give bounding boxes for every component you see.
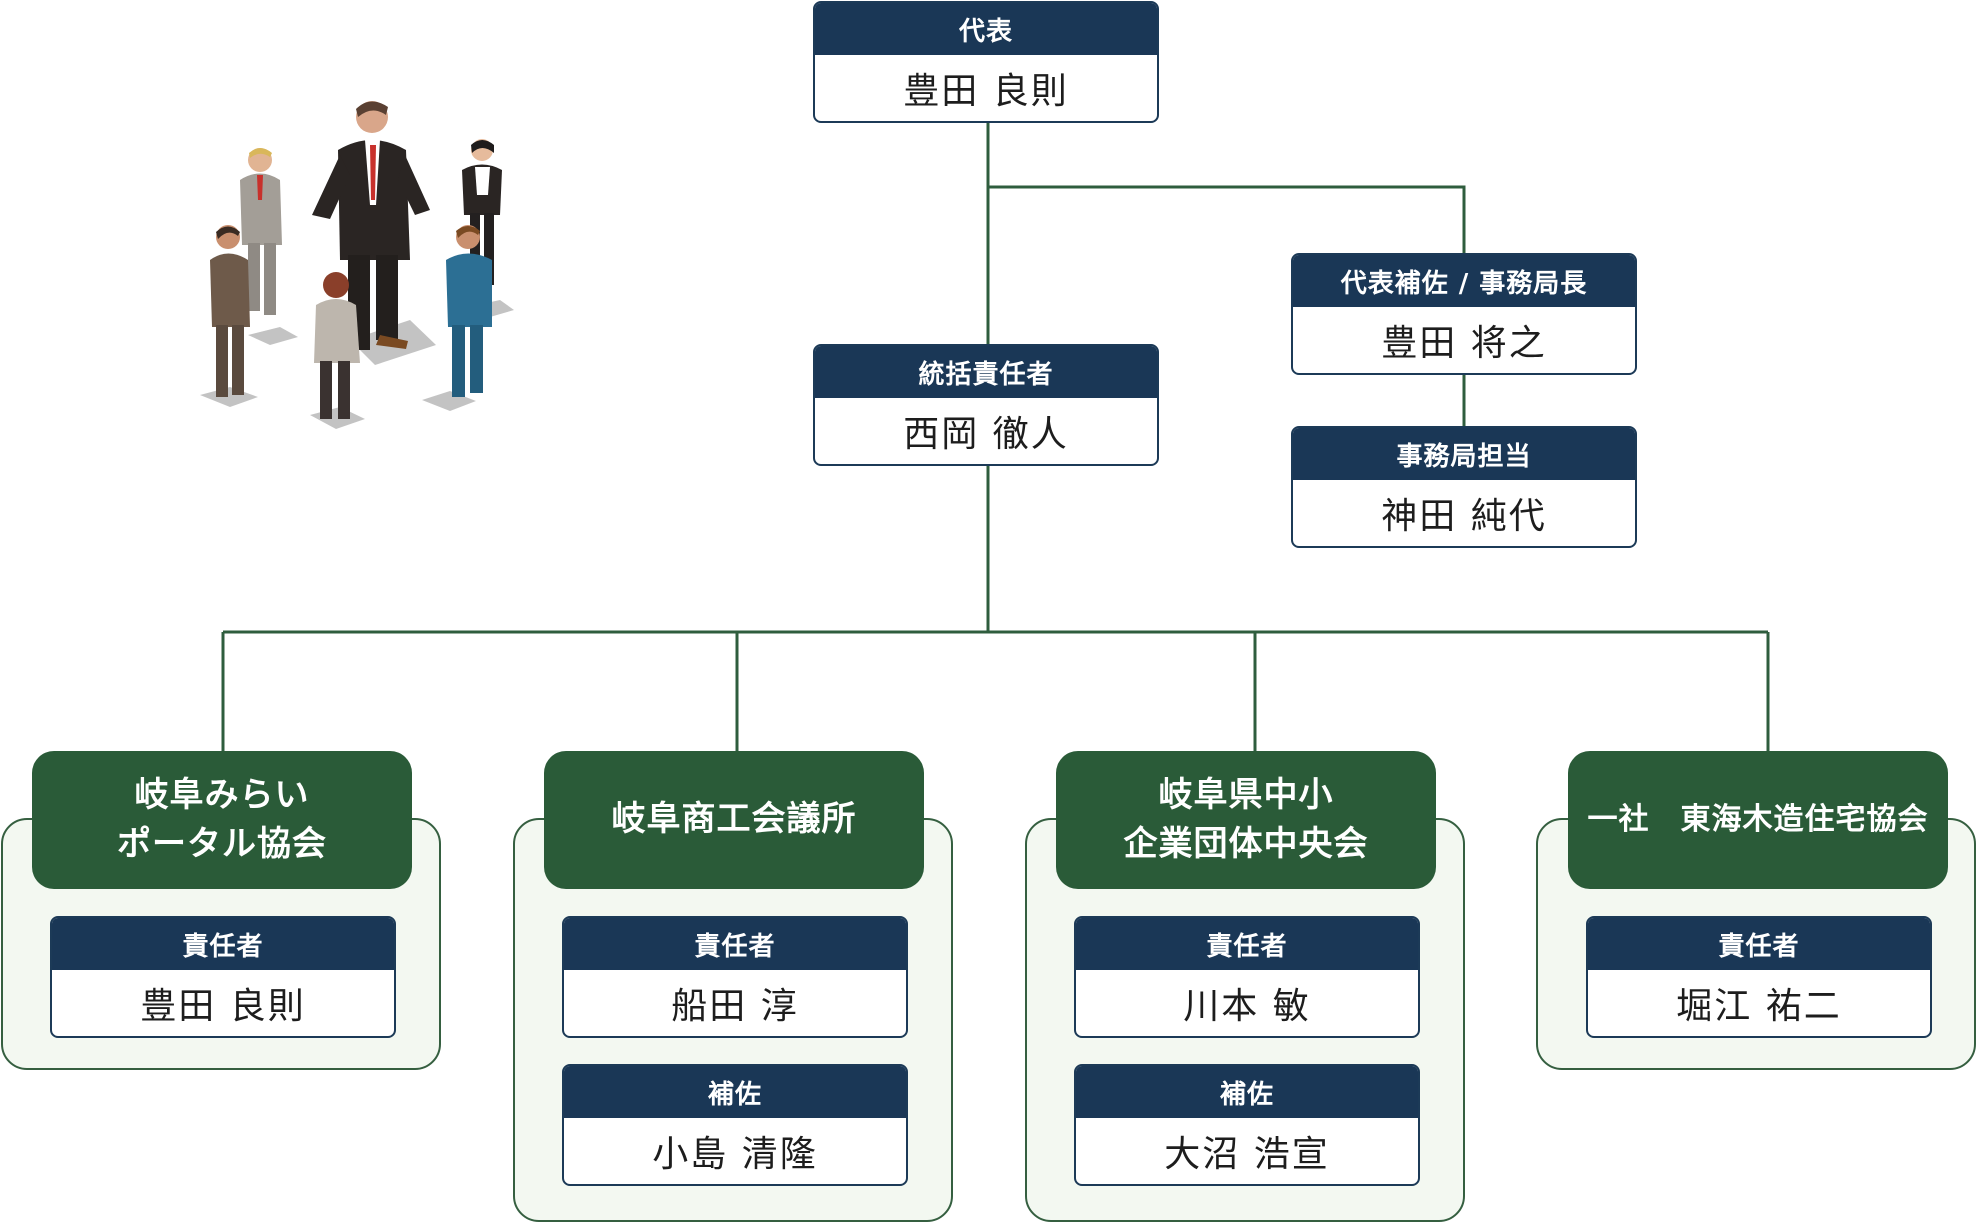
organization-name-line: 一社 東海木造住宅協会 — [1587, 802, 1929, 838]
organization-name: 岐阜みらいポータル協会 — [32, 751, 412, 889]
role-label: 責任者 — [564, 918, 906, 970]
role-label: 補佐 — [564, 1066, 906, 1118]
organization-name-line: 岐阜県中小 — [1158, 774, 1334, 815]
member-card: 責任者 豊田 良則 — [50, 916, 396, 1038]
role-label: 代表補佐 / 事務局長 — [1293, 255, 1635, 307]
person-name: 大沼 浩宣 — [1164, 1134, 1330, 1175]
general-manager-card: 統括責任者 西岡 徹人 — [813, 344, 1159, 466]
organization-name-line: 岐阜商工会議所 — [611, 799, 857, 840]
person-name: 豊田 良則 — [903, 71, 1069, 112]
role-label: 補佐 — [1076, 1066, 1418, 1118]
organization-name: 岐阜商工会議所 — [544, 751, 924, 889]
person-name: 神田 純代 — [1381, 496, 1547, 537]
organization-name: 一社 東海木造住宅協会 — [1568, 751, 1948, 889]
person-name: 船田 淳 — [671, 986, 799, 1027]
person-name: 川本 敏 — [1183, 986, 1311, 1027]
role-label: 統括責任者 — [815, 346, 1157, 398]
role-label: 責任者 — [1588, 918, 1930, 970]
organization-name-line: 岐阜みらい — [134, 774, 310, 815]
member-card: 補佐 大沼 浩宣 — [1074, 1064, 1420, 1186]
member-card: 責任者 堀江 祐二 — [1586, 916, 1932, 1038]
role-label: 事務局担当 — [1293, 428, 1635, 480]
business-people-group-icon — [200, 95, 530, 455]
organization-name-line: 企業団体中央会 — [1123, 824, 1369, 864]
person-name: 堀江 祐二 — [1676, 986, 1842, 1027]
member-card: 責任者 川本 敏 — [1074, 916, 1420, 1038]
role-label: 責任者 — [52, 918, 394, 970]
person-name: 豊田 将之 — [1381, 323, 1547, 364]
representative-card: 代表 豊田 良則 — [813, 1, 1159, 123]
person-name: 豊田 良則 — [140, 986, 306, 1027]
member-card: 補佐 小島 清隆 — [562, 1064, 908, 1186]
role-label: 責任者 — [1076, 918, 1418, 970]
member-card: 責任者 船田 淳 — [562, 916, 908, 1038]
assistant-secretary-general-card: 代表補佐 / 事務局長 豊田 将之 — [1291, 253, 1637, 375]
person-name: 西岡 徹人 — [903, 414, 1069, 455]
role-label: 代表 — [815, 3, 1157, 55]
person-name: 小島 清隆 — [652, 1134, 818, 1175]
organization-name-line: ポータル協会 — [117, 824, 327, 864]
organization-name: 岐阜県中小企業団体中央会 — [1056, 751, 1436, 889]
secretariat-card: 事務局担当 神田 純代 — [1291, 426, 1637, 548]
